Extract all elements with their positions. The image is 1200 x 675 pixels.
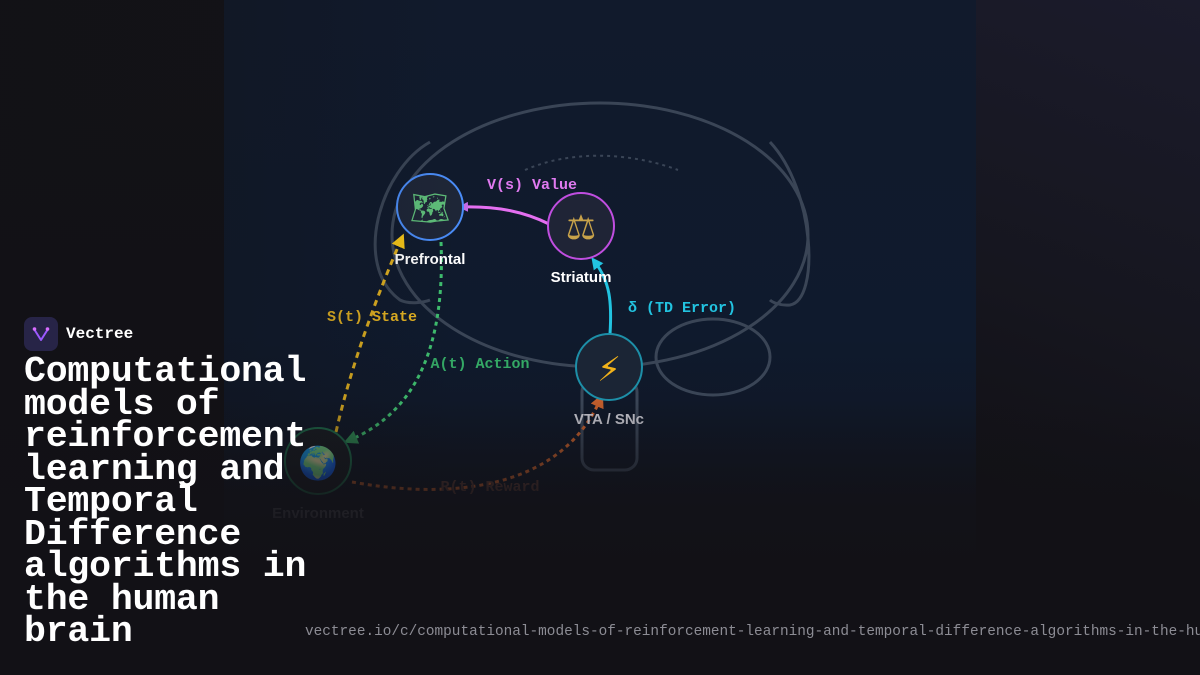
vectree-logo-icon xyxy=(24,317,58,351)
logo-mark xyxy=(32,327,50,341)
edge-td-error xyxy=(591,257,613,335)
edge-label-value: V(s) Value xyxy=(487,177,577,194)
brain-right-lobe xyxy=(768,140,811,307)
edge-label-action: A(t) Action xyxy=(430,356,529,373)
page-title: Computational models of reinforcement le… xyxy=(24,351,307,652)
edge-value xyxy=(458,201,550,226)
node-striatum-circle xyxy=(547,192,615,260)
edge-action xyxy=(343,241,443,444)
map-icon: 🗺 xyxy=(410,189,451,227)
node-prefrontal: 🗺 Prefrontal xyxy=(395,173,466,268)
node-striatum-label: Striatum xyxy=(551,269,612,286)
scales-icon: ⚖ xyxy=(566,208,596,248)
brain-cerebellum xyxy=(654,317,772,397)
brand-name: Vectree xyxy=(66,325,134,343)
node-striatum: ⚖ Striatum xyxy=(547,192,615,286)
edge-label-reward: R(t) Reward xyxy=(440,479,539,496)
brand[interactable]: Vectree xyxy=(24,317,133,351)
node-vta-label: VTA / SNc xyxy=(574,411,644,428)
edge-state xyxy=(334,233,405,433)
node-vta: ⚡ VTA / SNc xyxy=(574,333,644,428)
page-url[interactable]: vectree.io/c/computational-models-of-rei… xyxy=(305,624,1200,640)
edge-label-state: S(t) State xyxy=(327,309,417,326)
node-prefrontal-label: Prefrontal xyxy=(395,251,466,268)
edge-label-td-error: δ (TD Error) xyxy=(628,300,736,317)
lightning-icon: ⚡ xyxy=(597,350,621,390)
edge-labels: V(s) Value δ (TD Error) S(t) State A(t) … xyxy=(327,177,736,496)
brain-sulcus xyxy=(524,154,679,171)
